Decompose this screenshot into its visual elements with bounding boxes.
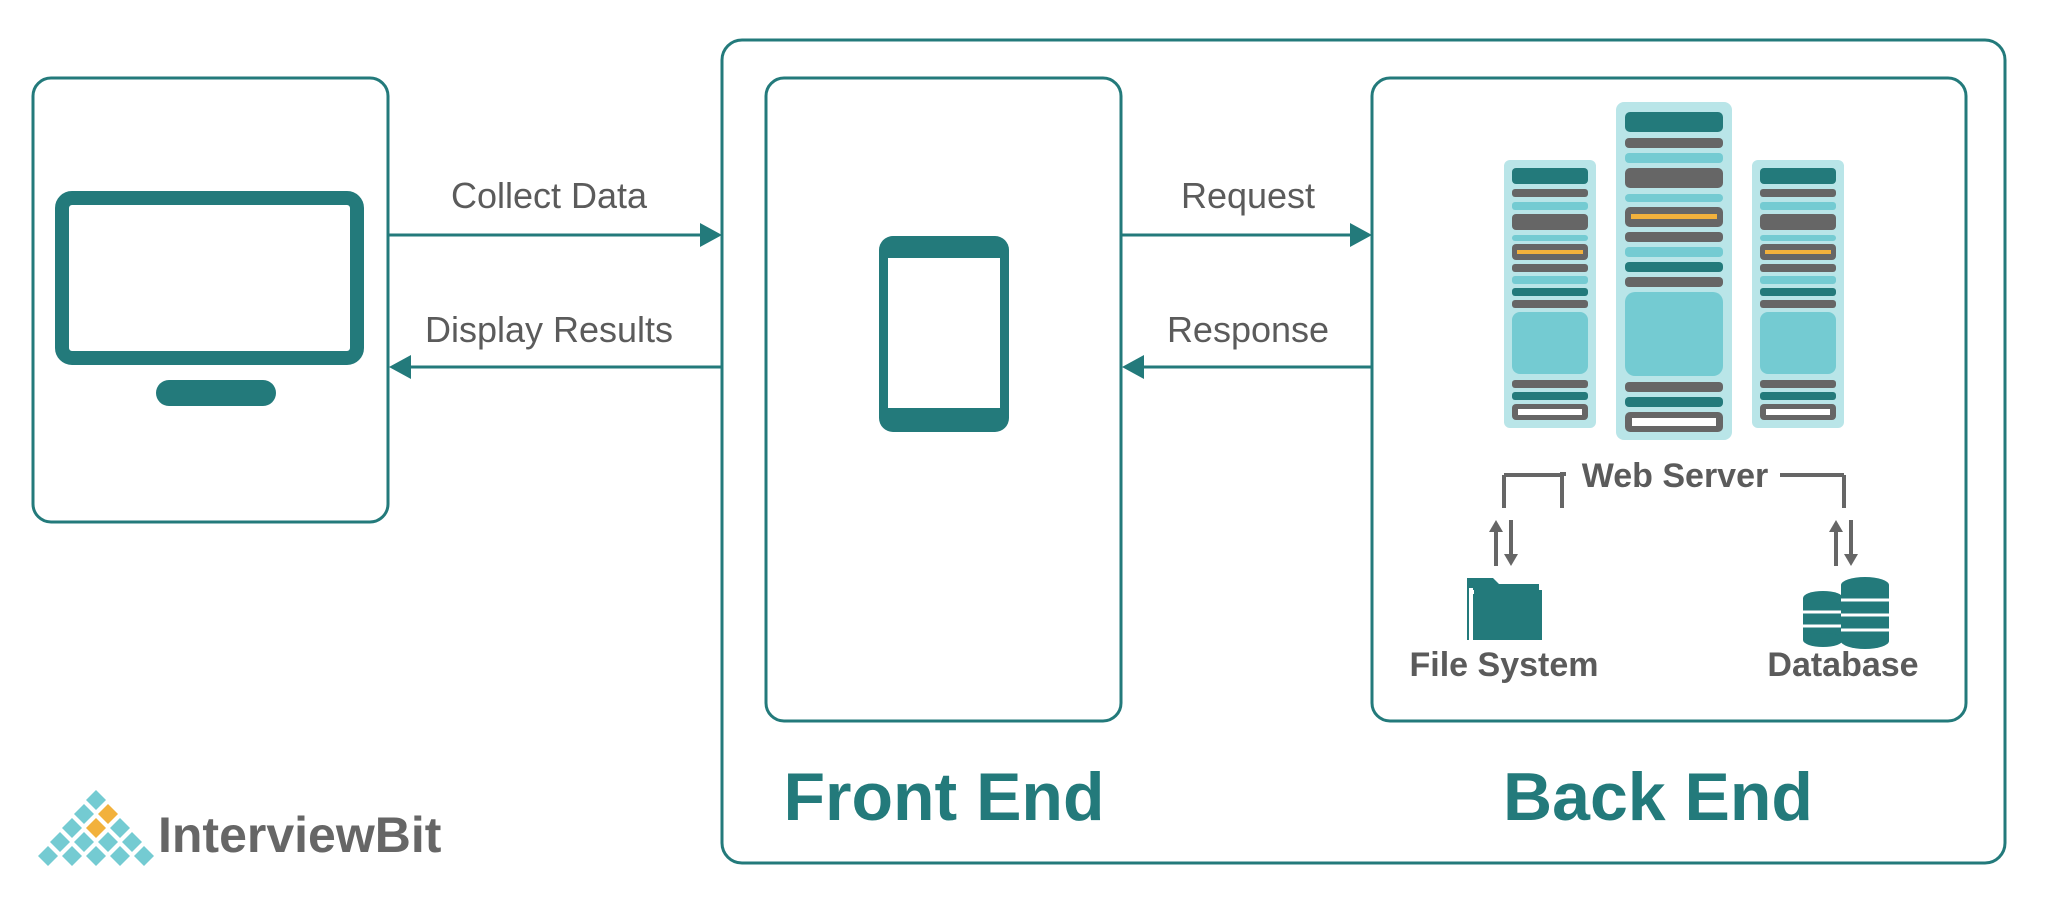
web-server-bracket — [1502, 472, 1846, 508]
file-system-exchange-arrows — [1489, 520, 1518, 566]
response-label: Response — [1167, 309, 1329, 350]
collect-data-arrow — [389, 223, 722, 247]
display-results-arrow — [389, 355, 722, 379]
database-label: Database — [1767, 646, 1918, 684]
server-rack-left-icon — [1504, 160, 1596, 428]
logo-text: InterviewBit — [158, 807, 442, 863]
server-rack-right-icon — [1752, 160, 1844, 428]
back-end-title: Back End — [1503, 759, 1813, 835]
tablet-icon — [879, 236, 1009, 432]
display-results-label: Display Results — [425, 309, 673, 350]
front-end-title: Front End — [783, 759, 1104, 835]
collect-data-label: Collect Data — [451, 175, 648, 216]
database-exchange-arrows — [1829, 520, 1858, 566]
diamond-grid-icon — [38, 790, 154, 866]
interviewbit-logo: InterviewBit — [38, 790, 442, 866]
server-rack-center-icon — [1616, 102, 1732, 440]
client-box — [31, 76, 390, 524]
request-arrow — [1122, 223, 1372, 247]
monitor-icon — [55, 191, 364, 406]
file-system-label: File System — [1410, 646, 1599, 684]
request-label: Request — [1181, 175, 1315, 216]
response-arrow — [1122, 355, 1372, 379]
database-icon — [1803, 577, 1889, 649]
web-server-label: Web Server — [1582, 457, 1768, 495]
folder-icon — [1467, 578, 1542, 640]
